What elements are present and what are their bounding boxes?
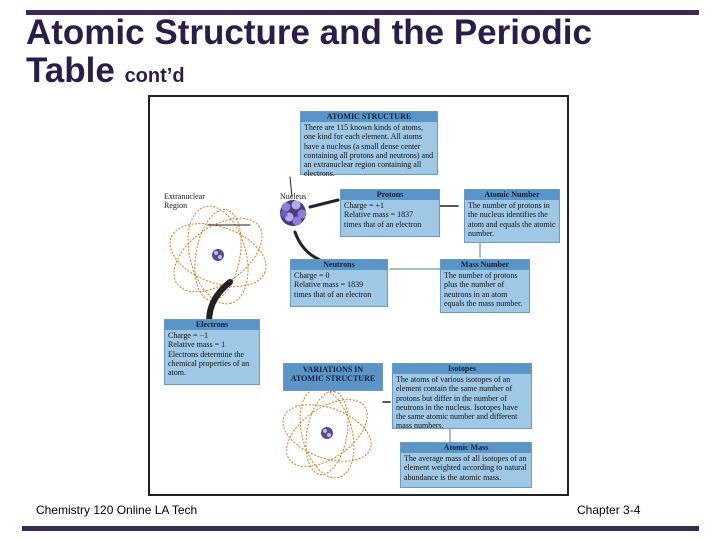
bottom-rule (22, 526, 699, 531)
protons-header: Protons (341, 190, 439, 200)
atomic-structure-figure: Extranuclear Region Nucleus ATOMIC STRUC… (148, 95, 569, 496)
isotopes-text: The atoms of various isotopes of an elem… (396, 375, 518, 431)
electrons-charge: Charge = −1 (168, 331, 208, 340)
neutrons-charge: Charge = 0 (294, 271, 330, 280)
atomic-number-box: Atomic Number The number of protons in t… (464, 189, 560, 243)
top-rule (26, 10, 699, 15)
atomic-mass-box: Atomic Mass The average mass of all isot… (400, 442, 532, 488)
atom-nucleus-small-upper (212, 249, 224, 261)
atomic-number-header: Atomic Number (465, 190, 559, 200)
footer-course: Chemistry 120 Online LA Tech (36, 503, 198, 517)
slide-title-main: Atomic Structure and the Periodic Table (26, 13, 592, 90)
footer-chapter: Chapter 3-4 (577, 503, 641, 517)
atomic-structure-box: ATOMIC STRUCTURE There are 115 known kin… (300, 111, 438, 178)
variations-line2: ATOMIC STRUCTURE (290, 374, 376, 384)
neutrons-box: Neutrons Charge = 0 Relative mass = 1839… (290, 259, 388, 307)
extranuclear-label: Extranuclear Region (164, 192, 205, 210)
mass-number-box: Mass Number The number of protons plus t… (440, 259, 530, 313)
atomic-mass-text: The average mass of all isotopes of an e… (404, 454, 527, 482)
protons-mass-note: times that of an electron (344, 219, 422, 229)
neutrons-mass: Relative mass = 1839 (294, 280, 364, 290)
variations-line1: VARIATIONS IN (302, 365, 364, 374)
isotopes-box: Isotopes The atoms of various isotopes o… (392, 363, 532, 431)
slide-title-sub: cont’d (124, 65, 185, 87)
nucleus-cluster (280, 200, 307, 226)
atomic-mass-header: Atomic Mass (401, 443, 531, 453)
atom-nucleus-small-lower (321, 427, 333, 439)
electrons-mass: Relative mass = 1 (168, 340, 226, 350)
atomic-structure-text: There are 115 known kinds of atoms, one … (304, 123, 434, 179)
mass-number-header: Mass Number (441, 260, 529, 270)
slide-title: Atomic Structure and the Periodic Table … (26, 14, 686, 95)
electrons-header: Electrons (165, 320, 259, 330)
electrons-note: Electrons determine the chemical propert… (168, 349, 250, 378)
atom-orbits-upper (169, 205, 267, 305)
mass-number-text: The number of protons plus the number of… (444, 271, 523, 308)
variations-box: VARIATIONS IN ATOMIC STRUCTURE (283, 363, 383, 391)
nucleus-label: Nucleus (280, 192, 307, 201)
neutrons-mass-note: times that of an electron (294, 289, 372, 299)
electrons-box: Electrons Charge = −1 Relative mass = 1 … (164, 319, 260, 385)
atomic-structure-header: ATOMIC STRUCTURE (301, 112, 437, 122)
protons-charge: Charge = +1 (344, 201, 384, 210)
neutrons-header: Neutrons (291, 260, 387, 270)
protons-mass: Relative mass = 1837 (344, 210, 414, 220)
protons-box: Protons Charge = +1 Relative mass = 1837… (340, 189, 440, 237)
atomic-number-text: The number of protons in the nucleus ide… (468, 201, 556, 238)
isotopes-header: Isotopes (393, 364, 531, 374)
